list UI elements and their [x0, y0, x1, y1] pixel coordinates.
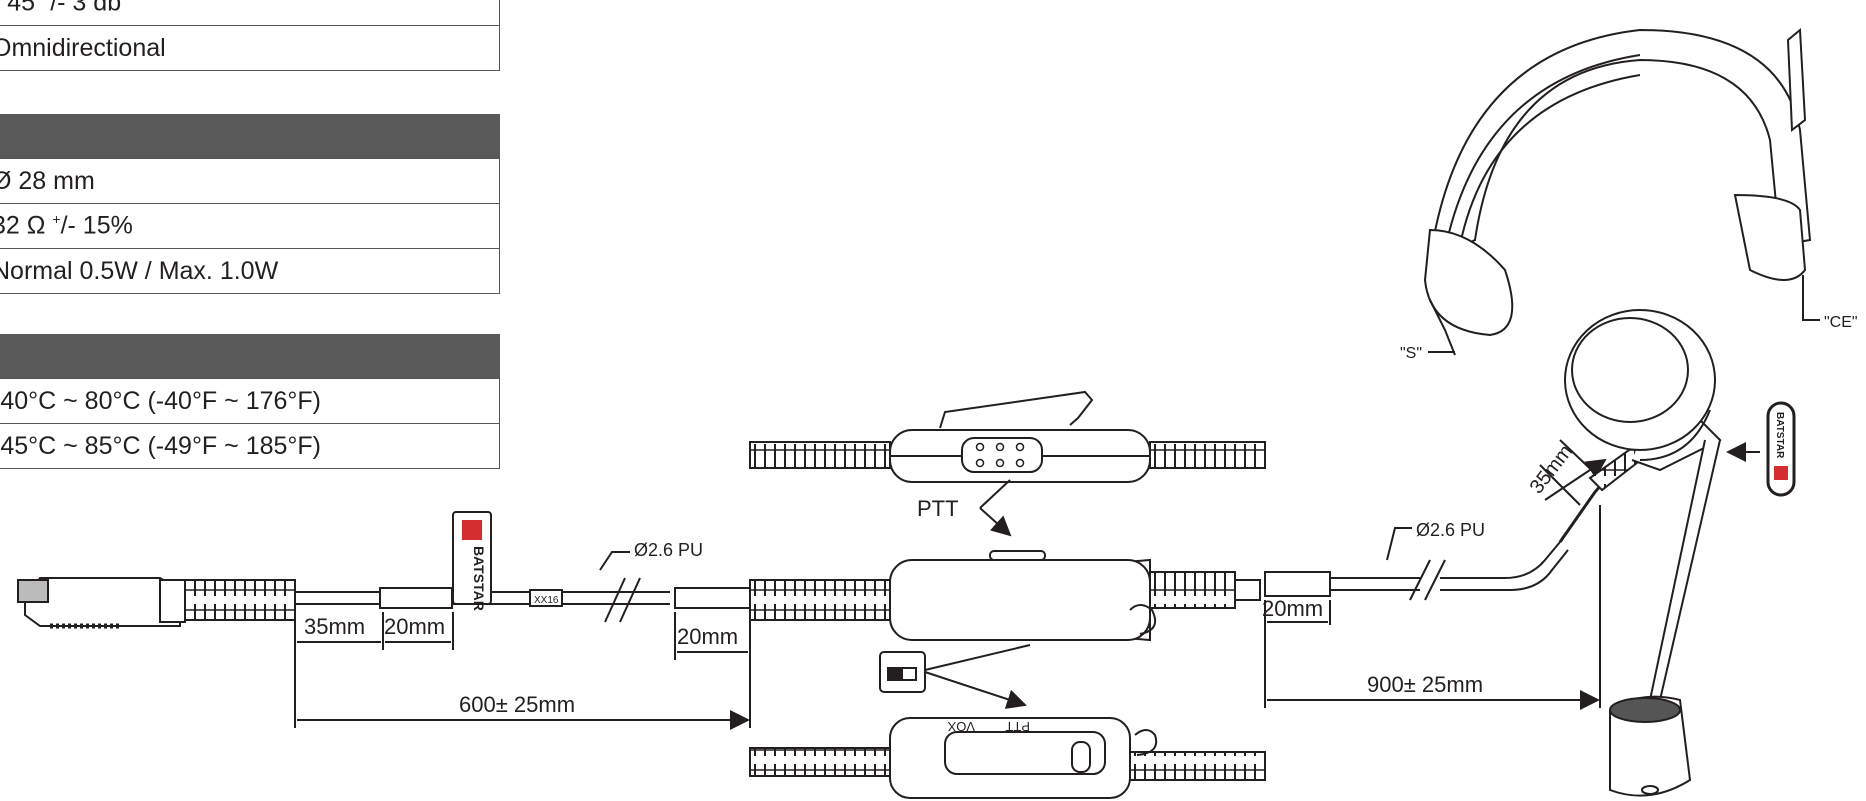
cable-tag-code: XX16 [534, 595, 559, 606]
cable-label-right: Ø2.6 PU [1416, 520, 1485, 540]
dim-20mm-a: 20mm [384, 614, 445, 639]
ptt-label: PTT [917, 496, 959, 521]
dim-900mm: 900± 25mm [1367, 672, 1483, 697]
storage-temp-value: -45°C ~ 85°C (-49°F ~ 185°F) [0, 423, 500, 469]
cable-label-left: Ø2.6 PU [634, 540, 703, 560]
radio-connector [17, 577, 186, 629]
mic-spec-table: - 45 +/- 3 db Omnidirectional [0, 0, 500, 71]
switch-ptt-label: PTT [1005, 719, 1030, 734]
mic-windscreen [1609, 695, 1692, 797]
power-value: Normal 0.5W / Max. 1.0W [0, 248, 500, 294]
dim-600mm: 600± 25mm [459, 692, 575, 717]
brand-tag-text: BATSTAR [471, 546, 487, 611]
earcup-s [1423, 228, 1514, 337]
label-s: "S" [1400, 345, 1422, 362]
headset-illustration [1423, 27, 1812, 461]
brand-badge-text: BATSTAR [1774, 412, 1785, 459]
dim-20mm-c: 20mm [1262, 596, 1323, 621]
dim-35mm: 35mm [304, 614, 365, 639]
operating-temp-value: -40°C ~ 80°C (-40°F ~ 176°F) [0, 378, 500, 424]
temperature-spec-table: -40°C ~ 80°C (-40°F ~ 176°F) -45°C ~ 85°… [0, 378, 500, 469]
impedance-value: 32 Ω +/- 15% [0, 203, 500, 249]
dim-35mm-boom: 35mm [1526, 441, 1578, 498]
strain-relief-left [184, 579, 296, 621]
switch-vox-label: VOX [947, 719, 975, 734]
speaker-spec-table: Ø 28 mm 32 Ω +/- 15% Normal 0.5W / Max. … [0, 158, 500, 294]
directivity-value: Omnidirectional [0, 25, 500, 71]
temperature-section-header [0, 334, 500, 378]
dim-20mm-b: 20mm [677, 624, 738, 649]
earcup-ce [1733, 193, 1807, 281]
label-ce: "CE" [1824, 314, 1858, 331]
sensitivity-value: - 45 +/- 3 db [0, 0, 500, 26]
speaker-section-header [0, 114, 500, 158]
